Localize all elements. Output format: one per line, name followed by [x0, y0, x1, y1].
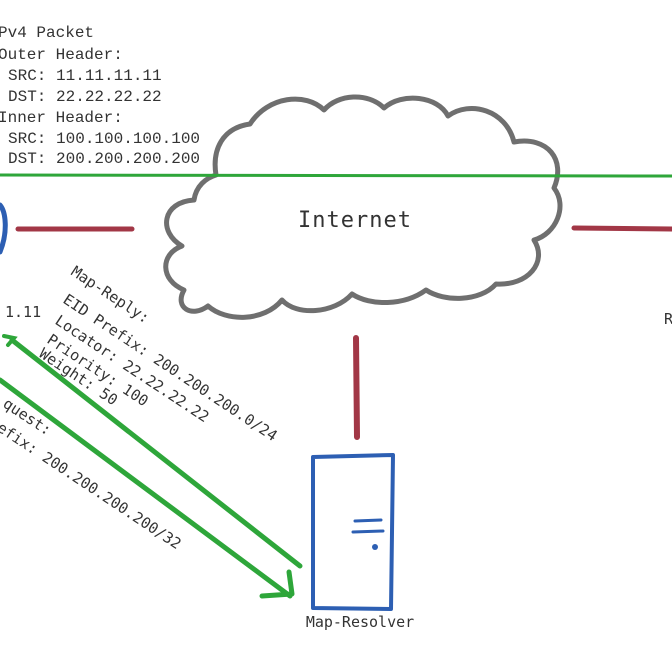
left-router-icon [0, 202, 8, 255]
map-resolver-label: Map-Resolver [306, 613, 414, 631]
outer-dst: DST: 22.22.22.22 [8, 88, 162, 106]
inner-header-label: Inner Header: [0, 109, 123, 127]
map-resolver-server [311, 453, 395, 611]
internet-cloud-icon [163, 94, 563, 320]
map-request-line-2: efix: 200.200.200.200/32 [0, 418, 184, 553]
link-cloud-to-right [571, 225, 672, 232]
map-request-arrow [0, 377, 295, 599]
map-reply-block: Map-Reply: EID Prefix: 200.200.200.0/24 … [36, 262, 281, 445]
left-router-ip: 1.11 [5, 303, 41, 321]
tunnel-line [0, 173, 672, 178]
inner-dst: DST: 200.200.200.200 [8, 150, 200, 168]
outer-header-label: Outer Header: [0, 46, 123, 64]
right-node-label: R [664, 310, 672, 328]
map-reply-arrow [2, 334, 303, 569]
cloud-label: Internet [298, 208, 412, 233]
map-request-block: quest: efix: 200.200.200.200/32 [0, 394, 184, 553]
outer-src: SRC: 11.11.11.11 [8, 67, 162, 85]
packet-title: Pv4 Packet [0, 24, 94, 42]
inner-src: SRC: 100.100.100.100 [8, 130, 200, 148]
link-cloud-to-resolver [353, 335, 360, 440]
packet-header-block: Pv4 Packet Outer Header: SRC: 11.11.11.1… [0, 24, 200, 168]
